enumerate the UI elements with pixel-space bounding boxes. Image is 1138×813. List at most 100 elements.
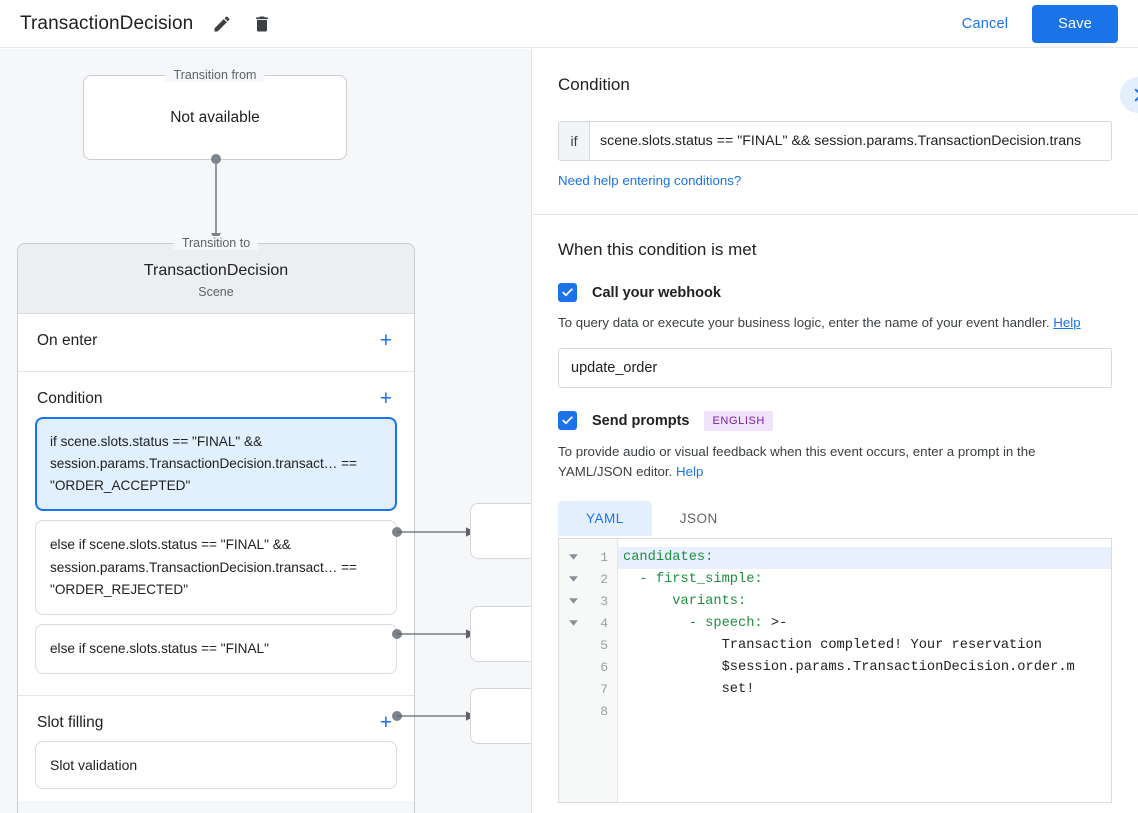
code-line: - speech: >- (618, 613, 1111, 635)
add-condition-icon[interactable]: + (379, 387, 392, 410)
condition-expression-input[interactable] (590, 122, 1111, 160)
slot-validation-card[interactable]: Slot validation (35, 741, 397, 790)
slot-filling-list: Slot validation (18, 741, 414, 790)
transition-to-legend: Transition to (173, 236, 259, 250)
gutter-row: 5 (559, 635, 617, 657)
line-number: 5 (600, 638, 608, 654)
condition-card-rejected[interactable]: else if scene.slots.status == "FINAL" &&… (35, 520, 397, 615)
section-title-condition: Condition (37, 389, 103, 407)
gutter-row: 7 (559, 679, 617, 701)
code-line: Transaction completed! Your reservation (618, 635, 1111, 657)
cancel-button[interactable]: Cancel (948, 7, 1022, 41)
send-prompts-checkbox[interactable] (558, 411, 577, 431)
code-key: - first_simple: (623, 571, 763, 587)
section-title-on-enter: On enter (37, 331, 98, 349)
header-actions: Cancel Save (948, 4, 1138, 43)
code-rest: Transaction completed! Your reservation (623, 637, 1042, 653)
scene-type: Scene (198, 285, 234, 299)
section-head-slot-filling: Slot filling + (18, 696, 414, 741)
tab-json[interactable]: JSON (679, 510, 718, 526)
webhook-help-body: To query data or execute your business l… (558, 315, 1054, 330)
code-line: - first_simple: (618, 569, 1111, 591)
panel-divider (532, 214, 1138, 215)
target-stub-2[interactable] (470, 606, 531, 662)
page-title: TransactionDecision (20, 12, 194, 34)
condition-list: if scene.slots.status == "FINAL" && sess… (18, 417, 414, 675)
code-line: $session.params.TransactionDecision.orde… (618, 657, 1111, 679)
line-number: 8 (600, 704, 608, 720)
code-line: variants: (618, 591, 1111, 613)
gutter-row: 4 (559, 613, 617, 635)
add-slot-filling-icon[interactable]: + (379, 711, 392, 735)
line-number: 3 (600, 594, 608, 610)
transition-from-legend: Transition from (165, 68, 265, 82)
gutter-row: 6 (559, 657, 617, 679)
condition-if-prefix: if (559, 122, 590, 160)
fold-toggle-icon[interactable] (568, 571, 579, 589)
scene-header: TransactionDecision Scene (18, 244, 414, 314)
condition-section: Condition if Need help entering conditio… (532, 49, 1138, 190)
when-condition-met-section: When this condition is met Call your web… (532, 215, 1138, 803)
transition-from-box: Transition from Not available (83, 68, 347, 160)
flow-arrow-vertical (211, 154, 221, 244)
condition-help-link[interactable]: Need help entering conditions? (558, 173, 742, 188)
code-key: candidates: (623, 549, 714, 565)
line-number: 1 (600, 550, 608, 566)
section-slot-filling: Slot filling + Slot validation (18, 696, 414, 802)
code-key: - speech: (623, 615, 763, 631)
call-webhook-row: Call your webhook (558, 283, 1112, 302)
add-on-enter-icon[interactable]: + (379, 329, 392, 352)
webhook-help-link[interactable]: Help (1053, 315, 1081, 330)
target-stub-1[interactable] (470, 503, 531, 559)
transition-from-value: Not available (170, 108, 260, 126)
flow-canvas: Transition from Not available Transition… (0, 49, 531, 813)
code-rest: set! (623, 681, 755, 697)
webhook-handler-input[interactable] (558, 347, 1112, 388)
code-key: variants: (623, 593, 747, 609)
prompts-help-body: To provide audio or visual feedback when… (558, 443, 1036, 480)
condition-section-title: Condition (558, 75, 630, 94)
fold-toggle-icon[interactable] (568, 593, 579, 611)
tab-yaml[interactable]: YAML (558, 500, 652, 536)
line-number: 7 (600, 682, 608, 698)
webhook-help-text: To query data or execute your business l… (558, 313, 1112, 334)
transition-to-box: Transition to TransactionDecision Scene … (17, 236, 415, 813)
chevron-right-icon[interactable] (1120, 77, 1138, 113)
prompts-help-text: To provide audio or visual feedback when… (558, 442, 1112, 483)
gutter-row: 3 (559, 591, 617, 613)
pencil-icon[interactable] (211, 13, 233, 35)
code-line: set! (618, 679, 1111, 701)
section-head-condition: Condition + (18, 372, 414, 417)
app-header: TransactionDecision Cancel Save (0, 0, 1138, 48)
call-webhook-label: Call your webhook (592, 284, 721, 301)
code-line (618, 701, 1111, 723)
condition-card-final[interactable]: else if scene.slots.status == "FINAL" (35, 623, 397, 675)
condition-card-accepted[interactable]: if scene.slots.status == "FINAL" && sess… (35, 417, 397, 512)
language-badge: ENGLISH (704, 410, 773, 431)
editor-code-area[interactable]: candidates: - first_simple: variants: - … (618, 539, 1111, 802)
details-panel: Condition if Need help entering conditio… (531, 49, 1138, 813)
section-on-enter: On enter + (18, 314, 414, 372)
yaml-code-editor[interactable]: 1 2 3 4 (558, 537, 1112, 803)
line-number: 6 (600, 660, 608, 676)
code-rest: >- (762, 615, 788, 631)
section-head-on-enter: On enter + (18, 314, 414, 359)
editor-gutter: 1 2 3 4 (559, 538, 618, 802)
target-stub-3[interactable] (470, 688, 531, 744)
fold-toggle-icon[interactable] (568, 549, 579, 567)
trash-icon[interactable] (251, 13, 273, 35)
gutter-row: 1 (559, 547, 617, 569)
prompts-help-link[interactable]: Help (676, 464, 704, 480)
call-webhook-checkbox[interactable] (558, 283, 577, 302)
code-line: candidates: (618, 546, 1111, 569)
fold-toggle-icon[interactable] (568, 615, 579, 633)
gutter-row: 2 (559, 569, 617, 591)
line-number: 4 (600, 616, 608, 632)
gutter-row: 8 (559, 701, 617, 723)
send-prompts-row: Send prompts ENGLISH (558, 410, 1112, 431)
when-met-title: When this condition is met (558, 240, 757, 259)
save-button[interactable]: Save (1032, 4, 1118, 43)
scene-name: TransactionDecision (143, 262, 289, 279)
section-title-slot-filling: Slot filling (37, 713, 104, 731)
condition-header: Condition (558, 49, 1112, 95)
